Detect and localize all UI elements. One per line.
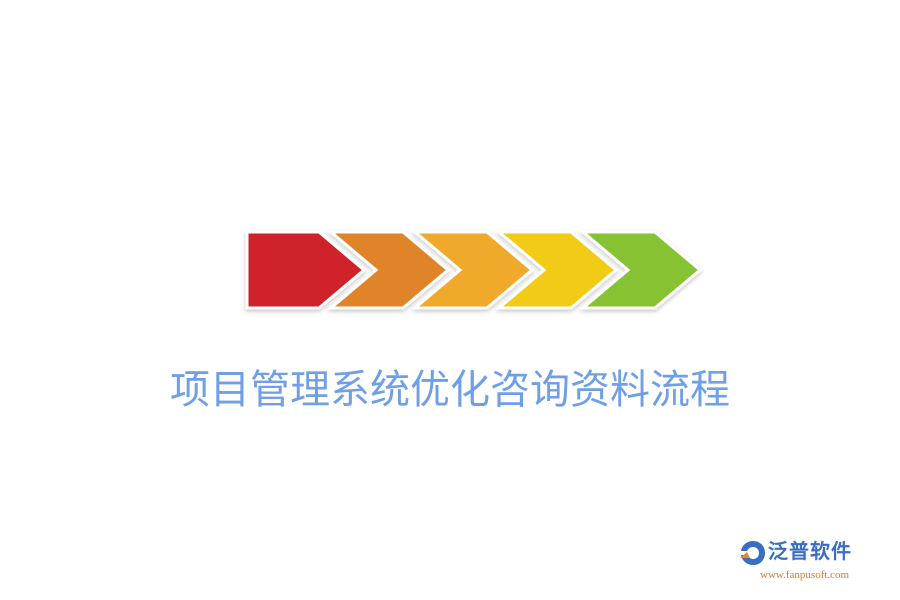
fanpu-logo-icon — [740, 541, 765, 565]
chevron-step-1 — [245, 230, 367, 310]
chevron-step-5 — [578, 230, 703, 310]
brand-name: 泛普软件 — [768, 539, 852, 563]
brand-logo: 泛普软件 www.fanpusoft.com — [728, 532, 888, 586]
chevron-step-2 — [326, 230, 451, 310]
chevron-step-3 — [410, 230, 535, 310]
chevron-step-4 — [494, 230, 619, 310]
brand-url: www.fanpusoft.com — [760, 569, 850, 581]
diagram-title: 项目管理系统优化咨询资料流程 — [170, 367, 730, 413]
